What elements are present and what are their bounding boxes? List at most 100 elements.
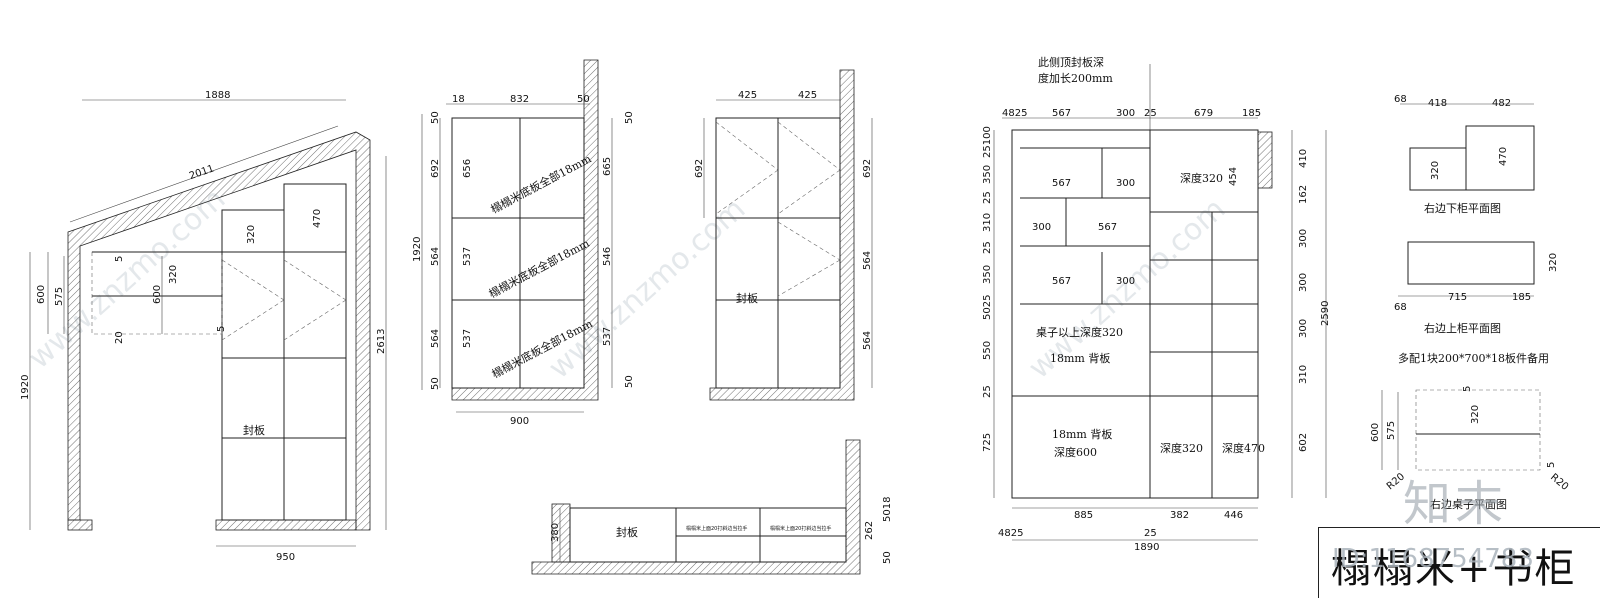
view1-dim-1920: 1920 xyxy=(20,375,31,400)
view2-dim-left-537a: 537 xyxy=(462,247,473,266)
plan1-dim-68: 68 xyxy=(1394,94,1407,105)
plan2-title: 右边上柜平面图 xyxy=(1424,321,1501,335)
view5-inner-567c: 567 xyxy=(1052,276,1071,287)
plan1-dim-418: 418 xyxy=(1428,98,1447,109)
view4-dim-262: 262 xyxy=(864,521,875,540)
plan1-title: 右边下柜平面图 xyxy=(1424,201,1501,215)
view5-label-backboard-1: 18mm 背板 xyxy=(1050,351,1110,365)
plan3-dim-320: 320 xyxy=(1470,405,1481,424)
view4-tatami-body xyxy=(569,507,847,563)
view2-dim-right-546: 546 xyxy=(602,247,613,266)
view2-dim-left-692: 692 xyxy=(430,159,441,178)
view5-right-162: 162 xyxy=(1298,185,1309,204)
view2-dim-832: 832 xyxy=(510,94,529,105)
plan3-dim-575: 575 xyxy=(1386,421,1397,440)
view1-floor xyxy=(215,519,357,531)
view5-right-602: 602 xyxy=(1298,433,1309,452)
view1-dim-950: 950 xyxy=(276,552,295,563)
view5-right-300a: 300 xyxy=(1298,229,1309,248)
view5-bottom-25: 25 xyxy=(1144,528,1157,539)
view2-dim-18: 18 xyxy=(452,94,465,105)
view2-dim-left-564a: 564 xyxy=(430,247,441,266)
view5-left-350b: 350 xyxy=(982,265,993,284)
view2-dim-right-50b: 50 xyxy=(624,375,635,388)
view5-label-backboard-2: 18mm 背板 xyxy=(1052,427,1112,441)
view4-dim-50: 50 xyxy=(882,551,893,564)
view5-left-725: 725 xyxy=(982,433,993,452)
view1-dim-320a: 320 xyxy=(168,265,179,284)
plan3-title: 右边桌子平面图 xyxy=(1430,497,1507,511)
view3-dim-left-692: 692 xyxy=(694,159,705,178)
view3-dim-right-564a: 564 xyxy=(862,251,873,270)
view5-inner-300a: 300 xyxy=(1116,178,1135,189)
plan3-dim-600: 600 xyxy=(1370,423,1381,442)
view5-inner-300b: 300 xyxy=(1032,222,1051,233)
view5-wall xyxy=(1257,131,1273,189)
view1-dim-600b: 600 xyxy=(152,285,163,304)
view5-inner-567b: 567 xyxy=(1098,222,1117,233)
view5-label-depth470: 深度470 xyxy=(1222,441,1265,455)
view5-inner-300c: 300 xyxy=(1116,276,1135,287)
view1-dim-5b: 5 xyxy=(216,326,227,332)
view3-dim-right-564b: 564 xyxy=(862,331,873,350)
view5-right-310: 310 xyxy=(1298,365,1309,384)
view5-side-dim-454: 454 xyxy=(1228,167,1239,186)
view2-front-elevation: 榻榻米底板全部18mm 榻榻米底板全部18mm 榻榻米底板全部18mm 18 8… xyxy=(412,59,635,427)
view5-note-top-1: 此侧顶封板深 xyxy=(1038,55,1104,69)
view1-left-base xyxy=(67,519,93,531)
view1-dim-2011: 2011 xyxy=(188,163,216,182)
view5-left-25c: 25 xyxy=(982,385,993,398)
plan2-dim-320: 320 xyxy=(1548,253,1559,272)
view1-dim-1888: 1888 xyxy=(205,90,230,101)
plan2-dim-68: 68 xyxy=(1394,302,1407,313)
view5-label-depth320-top: 深度320 xyxy=(1180,171,1223,185)
view5-left-5025: 5025 xyxy=(982,295,993,320)
view2-dim-left-656: 656 xyxy=(462,159,473,178)
title-block: 榻榻米+书柜 xyxy=(1318,527,1600,598)
view5-label-depth600: 深度600 xyxy=(1054,445,1097,459)
watermark-1: www.znzmo.com xyxy=(22,182,232,376)
view2-dim-right-537: 537 xyxy=(602,327,613,346)
view4-note-1: 榻榻米上面20打斜边当拉手 xyxy=(686,525,747,532)
view5-top-567: 567 xyxy=(1052,108,1071,119)
view5-label-desk-depth: 桌子以上深度320 xyxy=(1036,325,1123,339)
view2-note-1: 榻榻米底板全部18mm xyxy=(488,151,594,216)
view1-side-elevation: 封板 1888 2011 600 575 5 320 600 20 5 320 … xyxy=(20,90,387,563)
view2-dim-left-537b: 537 xyxy=(462,329,473,348)
view5-bottom-382: 382 xyxy=(1170,510,1189,521)
plan1-dim-482: 482 xyxy=(1492,98,1511,109)
view4-tatami-front: 封板 榻榻米上面20打斜边当拉手 榻榻米上面20打斜边当拉手 380 5018 … xyxy=(531,439,893,575)
view1-cover-label: 封板 xyxy=(243,423,265,437)
view5-top-679: 679 xyxy=(1194,108,1213,119)
view5-left-310: 310 xyxy=(982,213,993,232)
view5-left-25a: 25 xyxy=(982,191,993,204)
plan3-dim-5b: 5 xyxy=(1546,462,1557,468)
view4-dim-380: 380 xyxy=(550,523,561,542)
watermark-2: www.znzmo.com xyxy=(542,192,752,386)
plan1-lower-cabinet: 68 418 482 320 470 右边下柜平面图 xyxy=(1394,94,1535,215)
view1-dim-2613: 2613 xyxy=(376,329,387,354)
view5-top-300: 300 xyxy=(1116,108,1135,119)
view2-dim-left-50b: 50 xyxy=(430,377,441,390)
plan2-dim-715: 715 xyxy=(1448,292,1467,303)
view5-inner-567a: 567 xyxy=(1052,178,1071,189)
image-id-watermark: ID:1168754783 xyxy=(1332,544,1534,574)
view5-bottom-4825: 4825 xyxy=(998,528,1023,539)
view5-right-300c: 300 xyxy=(1298,319,1309,338)
view4-note-2: 榻榻米上面20打斜边当拉手 xyxy=(770,525,831,532)
view5-bookcase-elevation: 此侧顶封板深 度加长200mm 567 300 300 567 567 300 … xyxy=(982,55,1331,553)
view5-bottom-1890: 1890 xyxy=(1134,542,1159,553)
view2-dim-right-50a: 50 xyxy=(624,111,635,124)
view5-left-25b: 25 xyxy=(982,241,993,254)
plan1-dim-470: 470 xyxy=(1498,147,1509,166)
view1-dim-320b: 320 xyxy=(246,225,257,244)
view3-wardrobe-elevation: 封板 425 425 692 692 564 564 xyxy=(694,69,873,401)
brand-logo: 知末 xyxy=(1403,476,1508,532)
view1-dim-600: 600 xyxy=(36,285,47,304)
plan1-dim-320: 320 xyxy=(1430,161,1441,180)
view5-right-2590: 2590 xyxy=(1320,301,1331,326)
view1-dim-20: 20 xyxy=(114,331,125,344)
plan2-body xyxy=(1407,241,1535,285)
plan2-upper-cabinet: 320 68 715 185 右边上柜平面图 多配1块200*700*18板件备… xyxy=(1394,241,1559,365)
